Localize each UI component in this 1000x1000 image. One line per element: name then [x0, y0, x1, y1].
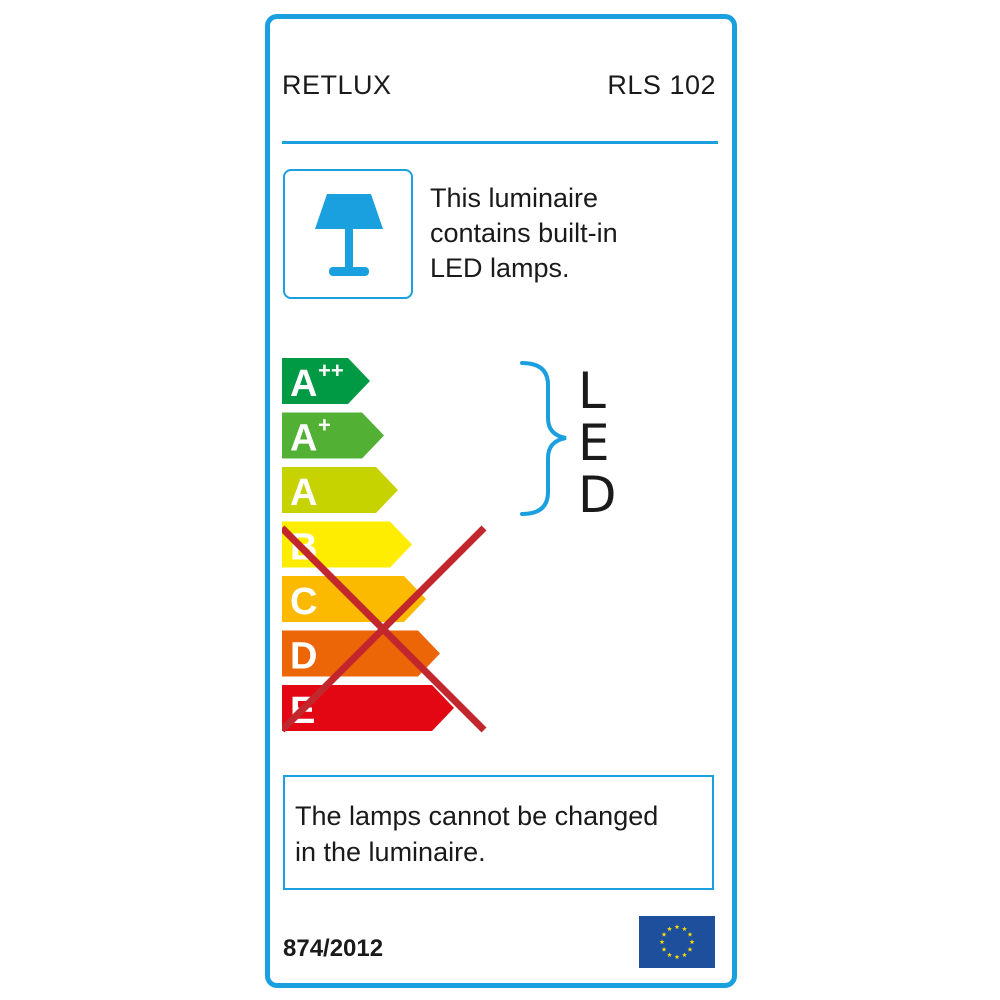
- energy-arrow: [282, 412, 384, 459]
- notice-box: The lamps cannot be changed in the lumin…: [283, 775, 714, 890]
- brand-name: RETLUX: [282, 70, 392, 100]
- eu-flag-icon: [639, 916, 715, 968]
- energy-class-scale: A++A+ABCDE: [282, 358, 512, 738]
- star-icon: [667, 926, 672, 932]
- energy-class-superscript: +: [318, 413, 331, 438]
- energy-arrow: [282, 467, 398, 513]
- energy-class-a-plus: A+: [282, 412, 384, 460]
- star-icon: [659, 939, 665, 945]
- star-icon: [674, 924, 680, 930]
- energy-class-e: E: [282, 685, 454, 732]
- table-lamp-icon: [315, 194, 383, 276]
- notice-line: in the luminaire.: [295, 837, 486, 867]
- led-letter-l: L: [578, 362, 606, 420]
- notice-text: The lamps cannot be changed in the lumin…: [295, 798, 658, 870]
- cross-out-mark: [282, 525, 487, 733]
- star-icon: [682, 926, 687, 932]
- luminaire-line: LED lamps.: [430, 253, 570, 283]
- star-icon: [667, 952, 672, 958]
- led-compatibility-bracket: [518, 360, 628, 520]
- cross-stroke: [282, 525, 487, 733]
- notice-line: The lamps cannot be changed: [295, 801, 659, 831]
- star-icon: [661, 946, 667, 952]
- energy-arrows: A++A+ABCDE: [282, 358, 487, 733]
- star-icon: [682, 952, 687, 958]
- energy-class-letter: A: [290, 418, 317, 460]
- regulation-number: 874/2012: [283, 935, 384, 962]
- flag-background: [639, 916, 715, 968]
- lamp-icon-box: [283, 169, 413, 299]
- energy-class-letter: D: [290, 636, 317, 678]
- luminaire-line: contains built-in: [430, 218, 618, 248]
- energy-arrow: [282, 685, 454, 731]
- led-letter-e: E: [578, 414, 610, 472]
- luminaire-line: This luminaire: [430, 183, 599, 213]
- star-icon: [687, 946, 693, 952]
- energy-arrow: [282, 358, 370, 404]
- energy-class-letter: A: [290, 363, 317, 405]
- energy-class-letter: C: [290, 581, 317, 623]
- energy-class-superscript: ++: [318, 358, 344, 383]
- luminaire-description: This luminaire contains built-in LED lam…: [430, 181, 618, 286]
- led-letter-d: D: [578, 466, 617, 524]
- star-icon: [674, 954, 680, 960]
- header-divider: [282, 141, 718, 144]
- model-number: RLS 102: [607, 70, 716, 100]
- curly-brace-icon: [520, 361, 567, 516]
- energy-class-a: A: [282, 467, 398, 514]
- star-icon: [687, 931, 693, 937]
- energy-class-letter: A: [290, 472, 317, 514]
- star-icon: [689, 939, 695, 945]
- label-frame: [265, 14, 737, 988]
- energy-class-a-plus-plus: A++: [282, 358, 370, 405]
- star-icon: [661, 931, 667, 937]
